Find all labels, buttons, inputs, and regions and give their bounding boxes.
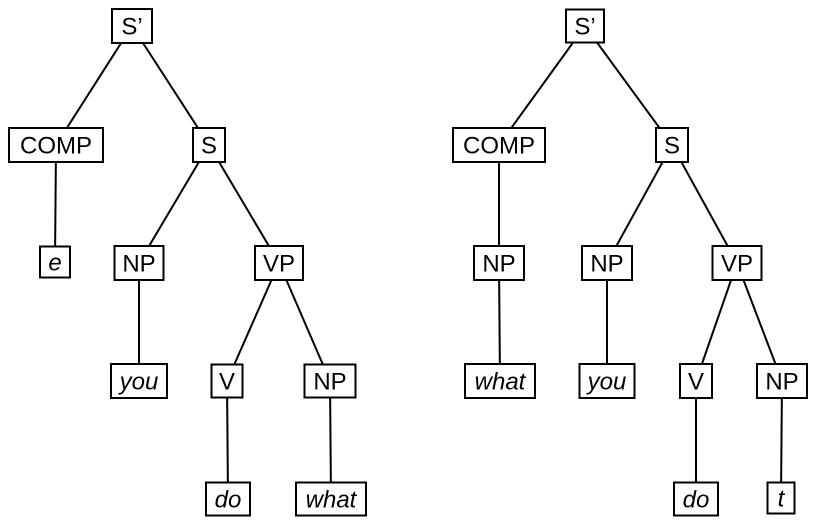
left-tree-node-e: e [39, 245, 71, 279]
right-tree-edge-sp-comp [498, 25, 586, 146]
node-box [711, 245, 763, 281]
node-label: COMP [463, 133, 535, 160]
right-tree-node-what: what [464, 363, 536, 399]
right-tree-edge-s-vp [671, 144, 738, 264]
node-box [452, 127, 546, 163]
node-box [39, 245, 71, 279]
node-box [303, 363, 357, 399]
left-tree-edge-sp-s [131, 25, 210, 146]
node-box [8, 127, 104, 163]
left-tree-node-np_subj: NP [113, 245, 165, 281]
node-box [210, 363, 244, 399]
node-box [254, 245, 304, 281]
left-tree-node-v: V [210, 363, 244, 399]
node-label: S [201, 133, 217, 160]
right-tree-node-np_subj: NP [581, 245, 633, 281]
node-box [205, 481, 251, 517]
node-box [679, 363, 713, 399]
node-label: do [215, 487, 242, 514]
node-label: V [219, 369, 235, 396]
node-box [766, 481, 796, 515]
left-tree-edge-v-do [226, 380, 229, 500]
left-tree-edge-np_obj-what [329, 380, 332, 500]
right-tree-node-comp: COMP [452, 127, 546, 163]
left-tree-edge-s-vp [208, 144, 280, 264]
node-label: NP [482, 251, 515, 278]
right-tree-node-s: S [655, 127, 689, 163]
node-label: NP [590, 251, 623, 278]
node-label: t [778, 486, 786, 513]
right-tree-node-np_comp: NP [473, 245, 525, 281]
right-tree-node-t: t [766, 481, 796, 515]
left-tree-node-sp: S’ [111, 8, 153, 44]
node-label: what [475, 369, 527, 396]
node-label: you [118, 369, 159, 396]
node-box [581, 245, 633, 281]
left-tree-edge-vp-np_obj [278, 262, 331, 382]
right-tree-edge-np_comp-what [498, 262, 501, 382]
node-box [565, 8, 605, 44]
node-label: e [48, 250, 61, 277]
node-label: S [664, 133, 680, 160]
node-label: COMP [20, 133, 92, 160]
left-tree-node-what: what [295, 481, 367, 517]
node-box [655, 127, 689, 163]
right-tree-edge-vp-v [695, 262, 738, 382]
node-box [110, 363, 168, 399]
left-tree-node-you: you [110, 363, 168, 399]
node-label: NP [122, 251, 155, 278]
node-label: NP [765, 369, 798, 396]
left-tree-node-np_obj: NP [303, 363, 357, 399]
node-box [578, 363, 636, 399]
node-box [111, 8, 153, 44]
left-tree-edge-s-np_subj [138, 144, 210, 264]
right-tree-node-do: do [673, 481, 719, 517]
right-tree-edge-vp-np_obj [736, 262, 783, 382]
node-box [473, 245, 525, 281]
node-label: what [306, 487, 358, 514]
left-tree-node-vp: VP [254, 245, 304, 281]
node-label: you [586, 369, 627, 396]
right-tree-node-vp: VP [711, 245, 763, 281]
node-label: VP [263, 251, 295, 278]
right-tree-edge-sp-s [584, 25, 673, 146]
left-tree-edge-sp-comp [55, 25, 133, 146]
left-tree-node-s: S [192, 127, 226, 163]
node-label: S’ [574, 14, 595, 41]
node-box [756, 363, 808, 399]
node-box [464, 363, 536, 399]
node-box [295, 481, 367, 517]
left-tree-node-comp: COMP [8, 127, 104, 163]
node-box [113, 245, 165, 281]
right-tree-node-you: you [578, 363, 636, 399]
right-tree-node-np_obj: NP [756, 363, 808, 399]
node-label: S’ [121, 14, 142, 41]
node-label: do [683, 487, 710, 514]
node-label: VP [721, 251, 753, 278]
left-tree-node-do: do [205, 481, 251, 517]
right-tree-node-sp: S’ [565, 8, 605, 44]
right-tree-node-v: V [679, 363, 713, 399]
node-box [192, 127, 226, 163]
left-tree-edge-vp-v [226, 262, 280, 382]
right-tree-edge-s-np_subj [606, 144, 673, 264]
right-tree-edge-np_obj-t [780, 380, 783, 499]
node-label: V [688, 369, 704, 396]
left-tree-edge-comp-e [54, 144, 57, 263]
node-box [673, 481, 719, 517]
node-label: NP [313, 369, 346, 396]
